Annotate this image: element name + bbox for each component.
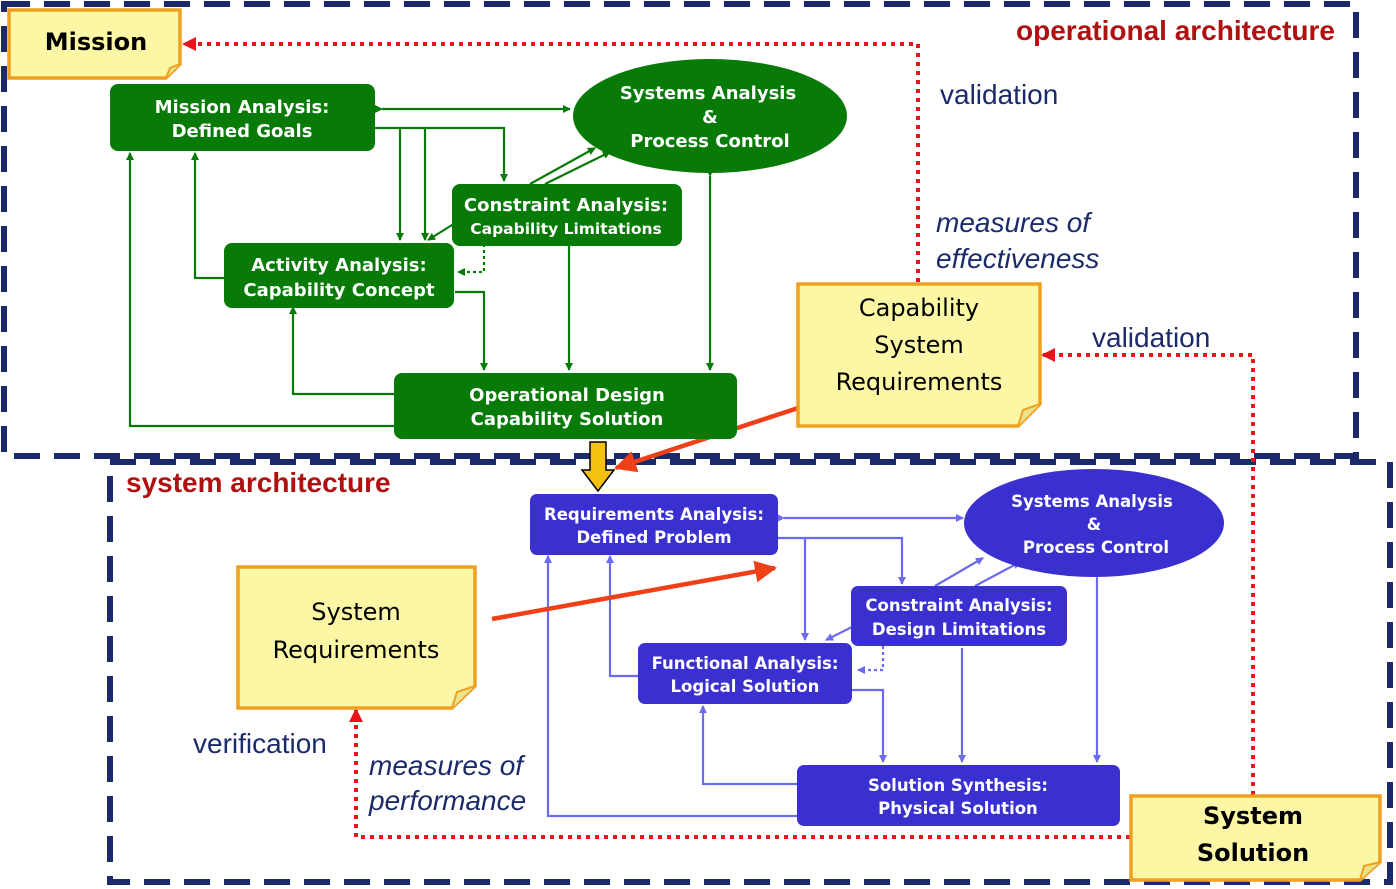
- note-system-solution: System Solution: [1129, 794, 1382, 882]
- operational-architecture-title: operational architecture: [1016, 15, 1335, 46]
- label-validation-top: validation: [940, 79, 1058, 110]
- box-label-line: &: [1087, 515, 1101, 534]
- label-measures-performance-1: measures of: [369, 750, 526, 781]
- note-capability-system-requirements: Capability System Requirements: [796, 282, 1042, 428]
- box-label-line: Constraint Analysis:: [865, 596, 1052, 615]
- box-label-line: Functional Analysis:: [652, 654, 839, 673]
- box-solution-synthesis: Solution Synthesis: Physical Solution: [797, 765, 1120, 826]
- box-label-line: Constraint Analysis:: [464, 195, 668, 216]
- box-op-constraint-analysis: Constraint Analysis: Capability Limitati…: [452, 184, 682, 246]
- validation-line-top: [182, 37, 920, 282]
- validation-line-right: [1041, 348, 1255, 795]
- box-label-line: Process Control: [1023, 538, 1169, 557]
- label-verification: verification: [193, 728, 327, 759]
- note-label-line: Solution: [1197, 839, 1309, 867]
- box-label-line: &: [702, 107, 718, 128]
- box-label-line: Capability Solution: [471, 409, 664, 430]
- feedback-lines: [182, 37, 1255, 839]
- box-label-line: Defined Goals: [172, 121, 313, 142]
- label-validation-right: validation: [1092, 322, 1210, 353]
- box-functional-analysis: Functional Analysis: Logical Solution: [638, 643, 852, 704]
- system-architecture-title: system architecture: [126, 467, 391, 498]
- box-requirements-analysis: Requirements Analysis: Defined Problem: [530, 494, 778, 555]
- operational-architecture-region: [1, 1, 1359, 459]
- box-label-line: Systems Analysis: [1011, 492, 1173, 511]
- label-measures-effectiveness-1: measures of: [936, 207, 1093, 238]
- design-flow-arrow: [580, 441, 616, 493]
- box-operational-design: Operational Design Capability Solution: [394, 373, 737, 439]
- box-label-line: Systems Analysis: [620, 83, 796, 104]
- box-label-line: Operational Design: [469, 385, 665, 406]
- box-label-line: Requirements Analysis:: [544, 505, 764, 524]
- ellipse-op-systems-analysis: Systems Analysis & Process Control: [573, 59, 847, 173]
- box-label-line: Capability Limitations: [470, 220, 662, 238]
- note-label-line: System: [311, 598, 401, 626]
- box-label-line: Logical Solution: [671, 677, 820, 696]
- note-mission-label: Mission: [45, 28, 147, 56]
- box-label-line: Mission Analysis:: [155, 97, 330, 118]
- box-label-line: Solution Synthesis:: [868, 776, 1048, 795]
- note-label-line: Requirements: [836, 368, 1003, 396]
- note-mission: Mission: [7, 8, 182, 80]
- label-measures-effectiveness-2: effectiveness: [936, 243, 1099, 274]
- box-mission-analysis: Mission Analysis: Defined Goals: [110, 84, 375, 151]
- box-label-line: Activity Analysis:: [251, 255, 426, 276]
- system-connectors: [544, 514, 1101, 818]
- box-sys-constraint-analysis: Constraint Analysis: Design Limitations: [851, 586, 1067, 646]
- verification-line: [349, 708, 1130, 839]
- note-label-line: System: [1203, 802, 1303, 830]
- box-label-line: Physical Solution: [878, 799, 1038, 818]
- note-label-line: Capability: [859, 294, 979, 322]
- note-label-line: System: [874, 331, 964, 359]
- ellipse-sys-systems-analysis: Systems Analysis & Process Control: [964, 469, 1224, 577]
- note-system-requirements: System Requirements: [236, 565, 477, 710]
- box-label-line: Design Limitations: [872, 620, 1046, 639]
- box-label-line: Defined Problem: [576, 528, 731, 547]
- label-measures-performance-2: performance: [368, 785, 526, 816]
- system-architecture-region: [107, 459, 1393, 885]
- box-label-line: Process Control: [630, 131, 789, 152]
- operational-connectors: [126, 105, 714, 428]
- box-label-line: Capability Concept: [243, 280, 435, 301]
- note-label-line: Requirements: [273, 636, 440, 664]
- box-activity-analysis: Activity Analysis: Capability Concept: [224, 243, 454, 308]
- system-requirements-arrow: [491, 560, 777, 622]
